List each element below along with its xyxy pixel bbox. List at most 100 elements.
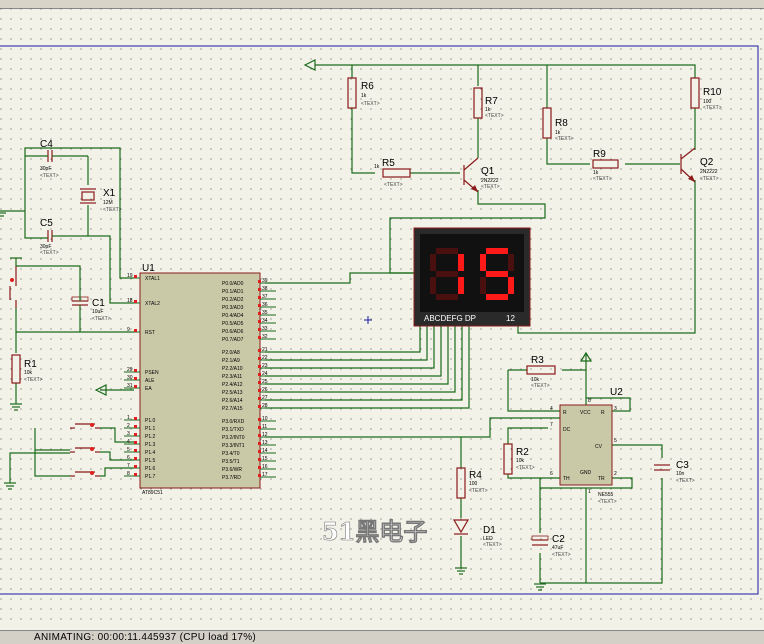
capacitor-c1[interactable]: C1 10uF <TEXT> [71,291,111,322]
u1-pin-name: P3.7/RD [222,475,241,481]
u1-pin-name: P2.5/A13 [222,390,243,396]
resistor-r7[interactable]: R7 1k <TEXT> [473,87,504,119]
u1-pin-name: P3.3/INT1 [222,443,245,449]
resistor-r5[interactable]: R5 1k <TEXT> [374,158,411,188]
u1-pin-number: 18 [127,298,133,304]
svg-text:C1: C1 [92,298,105,309]
key-switch-2[interactable] [70,447,100,453]
transistor-q2[interactable]: Q2 2N2222 <TEXT> [680,147,719,183]
segment-f [430,254,436,271]
svg-text:1k: 1k [361,93,367,99]
u1-pin-number: 8 [127,471,130,477]
u1-pin-number: 32 [262,334,268,340]
u1-pin-number: 30 [127,375,133,381]
svg-text:R7: R7 [485,96,498,107]
svg-text:30pF: 30pF [40,244,51,250]
animation-status-text: ANIMATING: 00:00:11.445937 (CPU load 17%… [34,632,257,643]
resistor-r8[interactable]: R8 1k <TEXT> [542,107,574,142]
svg-text:1k: 1k [555,130,561,136]
u1-pin-number: 10 [262,416,268,422]
digit-1 [430,248,464,300]
timer-u2[interactable]: U2 NE555 <TEXT> R VCC R DC CV TH TR GND … [550,387,623,505]
svg-text:<TEXT>: <TEXT> [703,105,722,111]
u1-pin-name: P3.5/T1 [222,459,240,465]
segment-g [486,271,508,277]
u1-pin-number: 22 [262,355,268,361]
transistor-q1[interactable]: Q1 2N2222 <TEXT> [463,157,500,193]
reset-pushbutton[interactable] [9,266,17,308]
u1-pin-number: 36 [262,302,268,308]
svg-text:TR: TR [598,476,605,482]
svg-text:10k: 10k [24,370,33,376]
u1-pin-name: P2.0/A8 [222,350,240,356]
resistor-r6[interactable]: R6 1k <TEXT> [347,77,380,109]
resistor-r4[interactable]: R4 100 <TEXT> [456,467,488,499]
key-switch-3[interactable] [70,471,100,477]
u1-pin-name: RST [145,330,155,336]
u1-pin-name: P3.0/RXD [222,419,245,425]
segment-e [430,277,436,294]
svg-text:U1: U1 [142,263,155,274]
resistor-r1[interactable]: R1 10k <TEXT> [11,354,43,384]
svg-text:X1: X1 [103,188,116,199]
u1-pin-number: 3 [127,431,130,437]
svg-text:5: 5 [614,438,617,444]
u1-pin-name: P3.1/TXD [222,427,244,433]
svg-text:<TEXT>: <TEXT> [92,316,111,322]
u1-pin-name: P2.6/A14 [222,398,243,404]
u1-pin-name: P0.6/AD6 [222,329,244,335]
svg-text:<TEXT>: <TEXT> [481,184,500,190]
schematic-canvas[interactable]: R6 1k <TEXT> R7 1k <TEXT> R8 1k <TEXT> R… [0,8,764,624]
svg-text:<TEXT>: <TEXT> [593,176,612,182]
svg-text:R: R [563,410,567,416]
svg-text:C4: C4 [40,139,53,150]
u1-pin-name: P1.5 [145,458,156,464]
u1-pin-name: P2.4/A12 [222,382,243,388]
resistor-r2[interactable]: R2 10k <TEXT> [503,443,535,475]
svg-text:<TEXT>: <TEXT> [40,173,59,179]
capacitor-c3[interactable]: C3 10n <TEXT> [654,460,695,484]
u1-pin-name: P1.3 [145,442,156,448]
u1-pin-name: P0.5/AD5 [222,321,244,327]
power-symbols [0,59,593,591]
u1-pin-name: XTAL2 [145,301,160,307]
segment-b [508,254,514,271]
ground-icon [4,482,16,490]
u1-pin-number: 24 [262,371,268,377]
seven-segment-display[interactable]: ABCDEFG DP 12 [413,227,531,327]
svg-text:U2: U2 [610,387,623,398]
crystal-x1[interactable]: X1 12M <TEXT> [80,188,122,213]
svg-text:R8: R8 [555,118,568,129]
svg-text:<TEXT>: <TEXT> [483,542,502,548]
svg-text:8: 8 [588,398,591,404]
svg-text:<TEXT>: <TEXT> [361,101,380,107]
u1-pin-name: P2.2/A10 [222,366,243,372]
led-d1[interactable]: D1 LED <TEXT> [452,519,502,548]
u1-pin-number: 15 [262,456,268,462]
cursor-crosshair-icon [364,316,372,324]
svg-text:12: 12 [506,314,515,323]
digit-2 [480,248,514,300]
svg-text:<TEXT>: <TEXT> [40,250,59,256]
u1-pin-name: P3.6/WR [222,467,242,473]
u1-pin-number: 9 [127,327,130,333]
svg-text:R2: R2 [516,447,529,458]
resistor-r10[interactable]: R10 100 <TEXT> [690,77,722,111]
svg-text:2N2222: 2N2222 [700,169,718,175]
u1-pin-number: 13 [262,440,268,446]
u1-pin-number: 6 [127,455,130,461]
capacitor-c4[interactable]: C4 30pF <TEXT> [25,139,59,179]
capacitor-c2[interactable]: C2 47uF <TEXT> [531,534,571,558]
svg-text:R9: R9 [593,149,606,160]
resistor-r3[interactable]: R3 10k <TEXT> [526,355,556,389]
capacitor-c5[interactable]: C5 30pF <TEXT> [40,218,59,256]
resistor-r9[interactable]: R9 1k <TEXT> [592,149,619,182]
key-switch-1[interactable] [70,423,100,429]
u1-pin-name: ALE [145,378,155,384]
u1-right-pins: 39P0.0/AD038P0.1/AD137P0.2/AD236P0.3/AD3… [222,278,276,481]
u1-pin-number: 19 [127,273,133,279]
svg-text:<TEXT>: <TEXT> [103,207,122,213]
u1-pin-name: P1.2 [145,434,156,440]
